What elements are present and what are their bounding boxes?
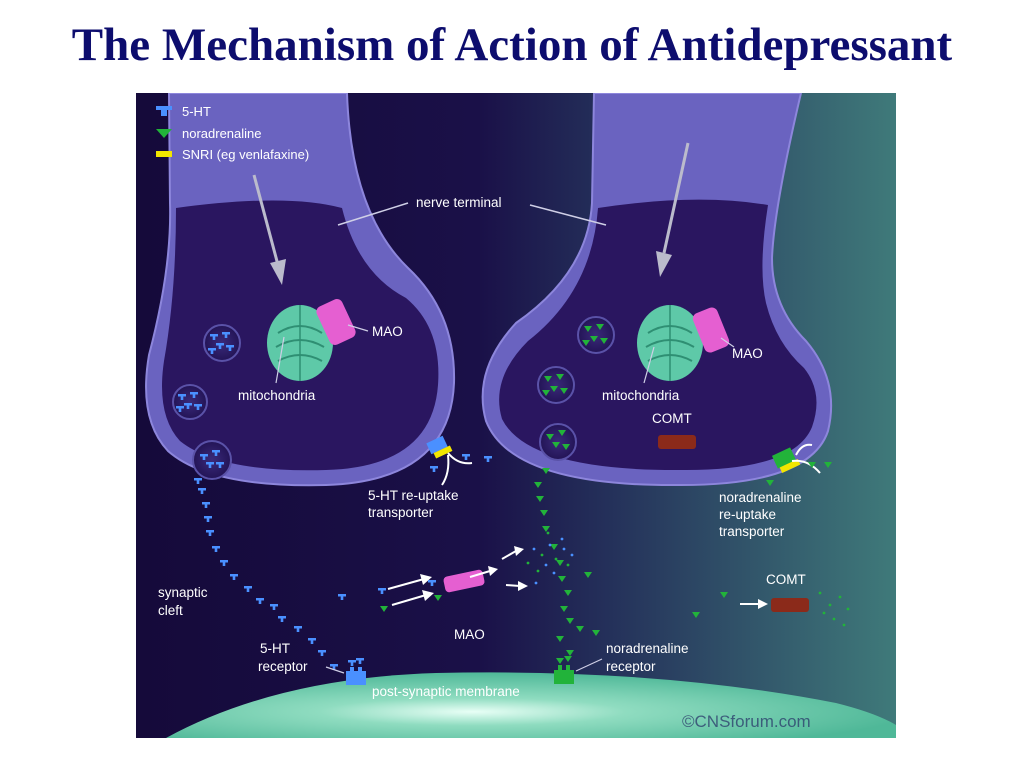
na-reuptake-label-3: transporter — [719, 524, 785, 539]
antidepressant-diagram: nerve terminal MAO mitochondria MAO mito… — [136, 93, 896, 738]
legend-label-serotonin: 5-HT — [182, 104, 211, 119]
vesicle-right-3 — [539, 423, 577, 461]
post-synaptic-membrane — [166, 672, 896, 738]
mao-left-pointer — [347, 324, 369, 332]
vesicle-right-2 — [537, 366, 575, 404]
noradrenaline-receptor — [554, 656, 574, 684]
legend-label-snri: SNRI (eg venlafaxine) — [182, 147, 309, 162]
incoming-arrow-left — [252, 174, 286, 285]
legend: 5-HT noradrenaline SNRI (eg venlafaxine) — [156, 104, 309, 162]
vesicle-left-1 — [203, 324, 241, 362]
copyright-text: ©CNSforum.com — [682, 712, 811, 731]
comt-enzyme-cleft — [771, 598, 809, 612]
vesicle-left-3 — [192, 440, 232, 480]
mao-enzyme-right — [692, 307, 730, 353]
na-reuptake-label-2: re-uptake — [719, 507, 776, 522]
mitochondria-right — [637, 305, 703, 381]
vesicle-left-2 — [172, 384, 208, 420]
noradrenaline-reuptake-transporter — [766, 443, 832, 486]
nerve-terminal-pointer-right — [529, 204, 607, 226]
nerve-terminal-pointer-left — [337, 202, 409, 226]
mao-cleft-label: MAO — [454, 627, 485, 642]
page-title: The Mechanism of Action of Antidepressan… — [71, 19, 953, 71]
noradrenaline-molecule-icon — [156, 129, 172, 138]
synaptic-cleft-label-2: cleft — [158, 603, 183, 618]
serotonin-receptor — [346, 658, 366, 685]
na-receptor-label-1: noradrenaline — [606, 641, 689, 656]
serotonin-reuptake-transporter — [426, 435, 492, 486]
na-receptor-label-2: receptor — [606, 659, 656, 674]
mitochondria-left — [267, 305, 333, 381]
serotonin-molecule-icon — [156, 106, 172, 116]
mao-enzyme-left — [316, 299, 356, 345]
mao-right-pointer — [720, 337, 735, 348]
incoming-arrow-right — [656, 142, 690, 277]
mao-left-label: MAO — [372, 324, 403, 339]
ht-receptor-pointer — [325, 666, 345, 674]
snri-icon — [156, 151, 172, 157]
synaptic-cleft-label-1: synaptic — [158, 585, 208, 600]
post-synaptic-label: post-synaptic membrane — [372, 684, 520, 699]
metabolite-dots — [526, 531, 850, 627]
ht-receptor-label-2: receptor — [258, 659, 308, 674]
vesicle-right-1 — [577, 316, 615, 354]
ht-reuptake-label-1: 5-HT re-uptake — [368, 488, 459, 503]
ht-receptor-label-1: 5-HT — [260, 641, 290, 656]
legend-label-noradrenaline: noradrenaline — [182, 126, 262, 141]
mao-enzyme-cleft — [378, 546, 528, 612]
mitochondria-left-label: mitochondria — [238, 388, 316, 403]
na-reuptake-label-1: noradrenaline — [719, 490, 802, 505]
mao-right-label: MAO — [732, 346, 763, 361]
ht-reuptake-label-2: transporter — [368, 505, 434, 520]
comt-cleft-arrow — [692, 592, 768, 618]
comt-inside-label: COMT — [652, 411, 692, 426]
comt-enzyme-inside — [658, 435, 696, 449]
mitochondria-right-pointer — [643, 346, 655, 384]
nerve-terminal-label: nerve terminal — [416, 195, 502, 210]
mitochondria-left-pointer — [275, 336, 285, 384]
comt-cleft-label: COMT — [766, 572, 806, 587]
mitochondria-right-label: mitochondria — [602, 388, 680, 403]
na-receptor-pointer — [575, 658, 603, 672]
